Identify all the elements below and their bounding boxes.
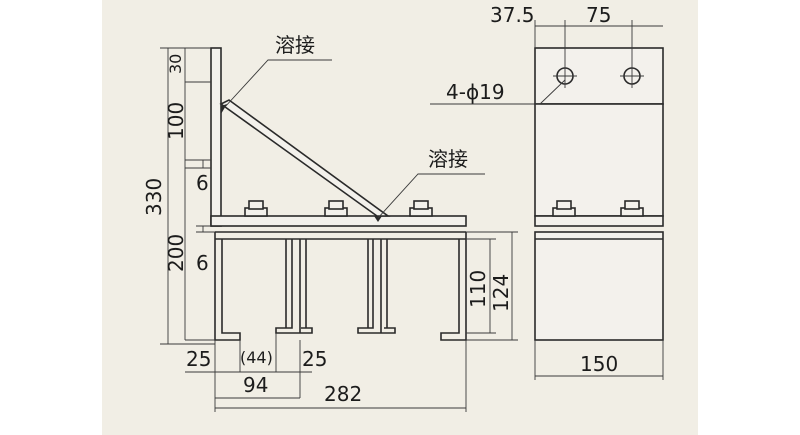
front-view: 37.5 75 4-ϕ19 150	[430, 3, 664, 380]
dim-6-upper: 6	[196, 171, 209, 195]
dim-30: 30	[166, 54, 185, 74]
dim-37-5: 37.5	[490, 3, 535, 27]
base-plate	[210, 215, 467, 227]
front-rail-body	[534, 231, 664, 341]
side-view: 溶接 溶接 30 100 330 6 200 6 110 124 25 (44)…	[142, 33, 518, 412]
dim-200: 200	[164, 234, 188, 272]
dim-330: 330	[142, 178, 166, 216]
diagonal-brace	[219, 99, 391, 217]
holes-callout: 4-ϕ19	[446, 80, 505, 104]
dim-124: 124	[489, 274, 513, 312]
front-dim-lines	[430, 20, 664, 380]
bolt-middle	[324, 200, 348, 217]
weld-label-top: 溶接	[275, 33, 315, 57]
dim-282: 282	[324, 382, 362, 406]
dim-25-right: 25	[302, 347, 327, 371]
weld-leader-middle	[377, 173, 485, 219]
back-plate	[210, 47, 222, 227]
dim-lines-bottom	[185, 333, 467, 412]
weld-middle	[374, 216, 382, 222]
front-base-plate	[534, 215, 664, 227]
weld-label-middle: 溶接	[428, 147, 468, 171]
channel-lips	[285, 239, 388, 328]
front-upper-body	[534, 103, 664, 217]
rail-channels	[214, 231, 467, 341]
dim-100: 100	[164, 102, 188, 140]
dim-110: 110	[466, 270, 490, 308]
weld-leader-top	[223, 59, 332, 109]
front-bolt-right	[620, 200, 644, 217]
dim-6-lower: 6	[196, 251, 209, 275]
dim-25-left: 25	[186, 347, 211, 371]
dim-94: 94	[243, 373, 268, 397]
dim-lines-left	[160, 47, 215, 345]
dim-44: (44)	[240, 348, 273, 367]
bolt-left	[244, 200, 268, 217]
bolt-right	[409, 200, 433, 217]
dim-75: 75	[586, 3, 611, 27]
dim-150: 150	[580, 352, 618, 376]
front-bolt-left	[552, 200, 576, 217]
dim-lines-right	[466, 231, 518, 341]
